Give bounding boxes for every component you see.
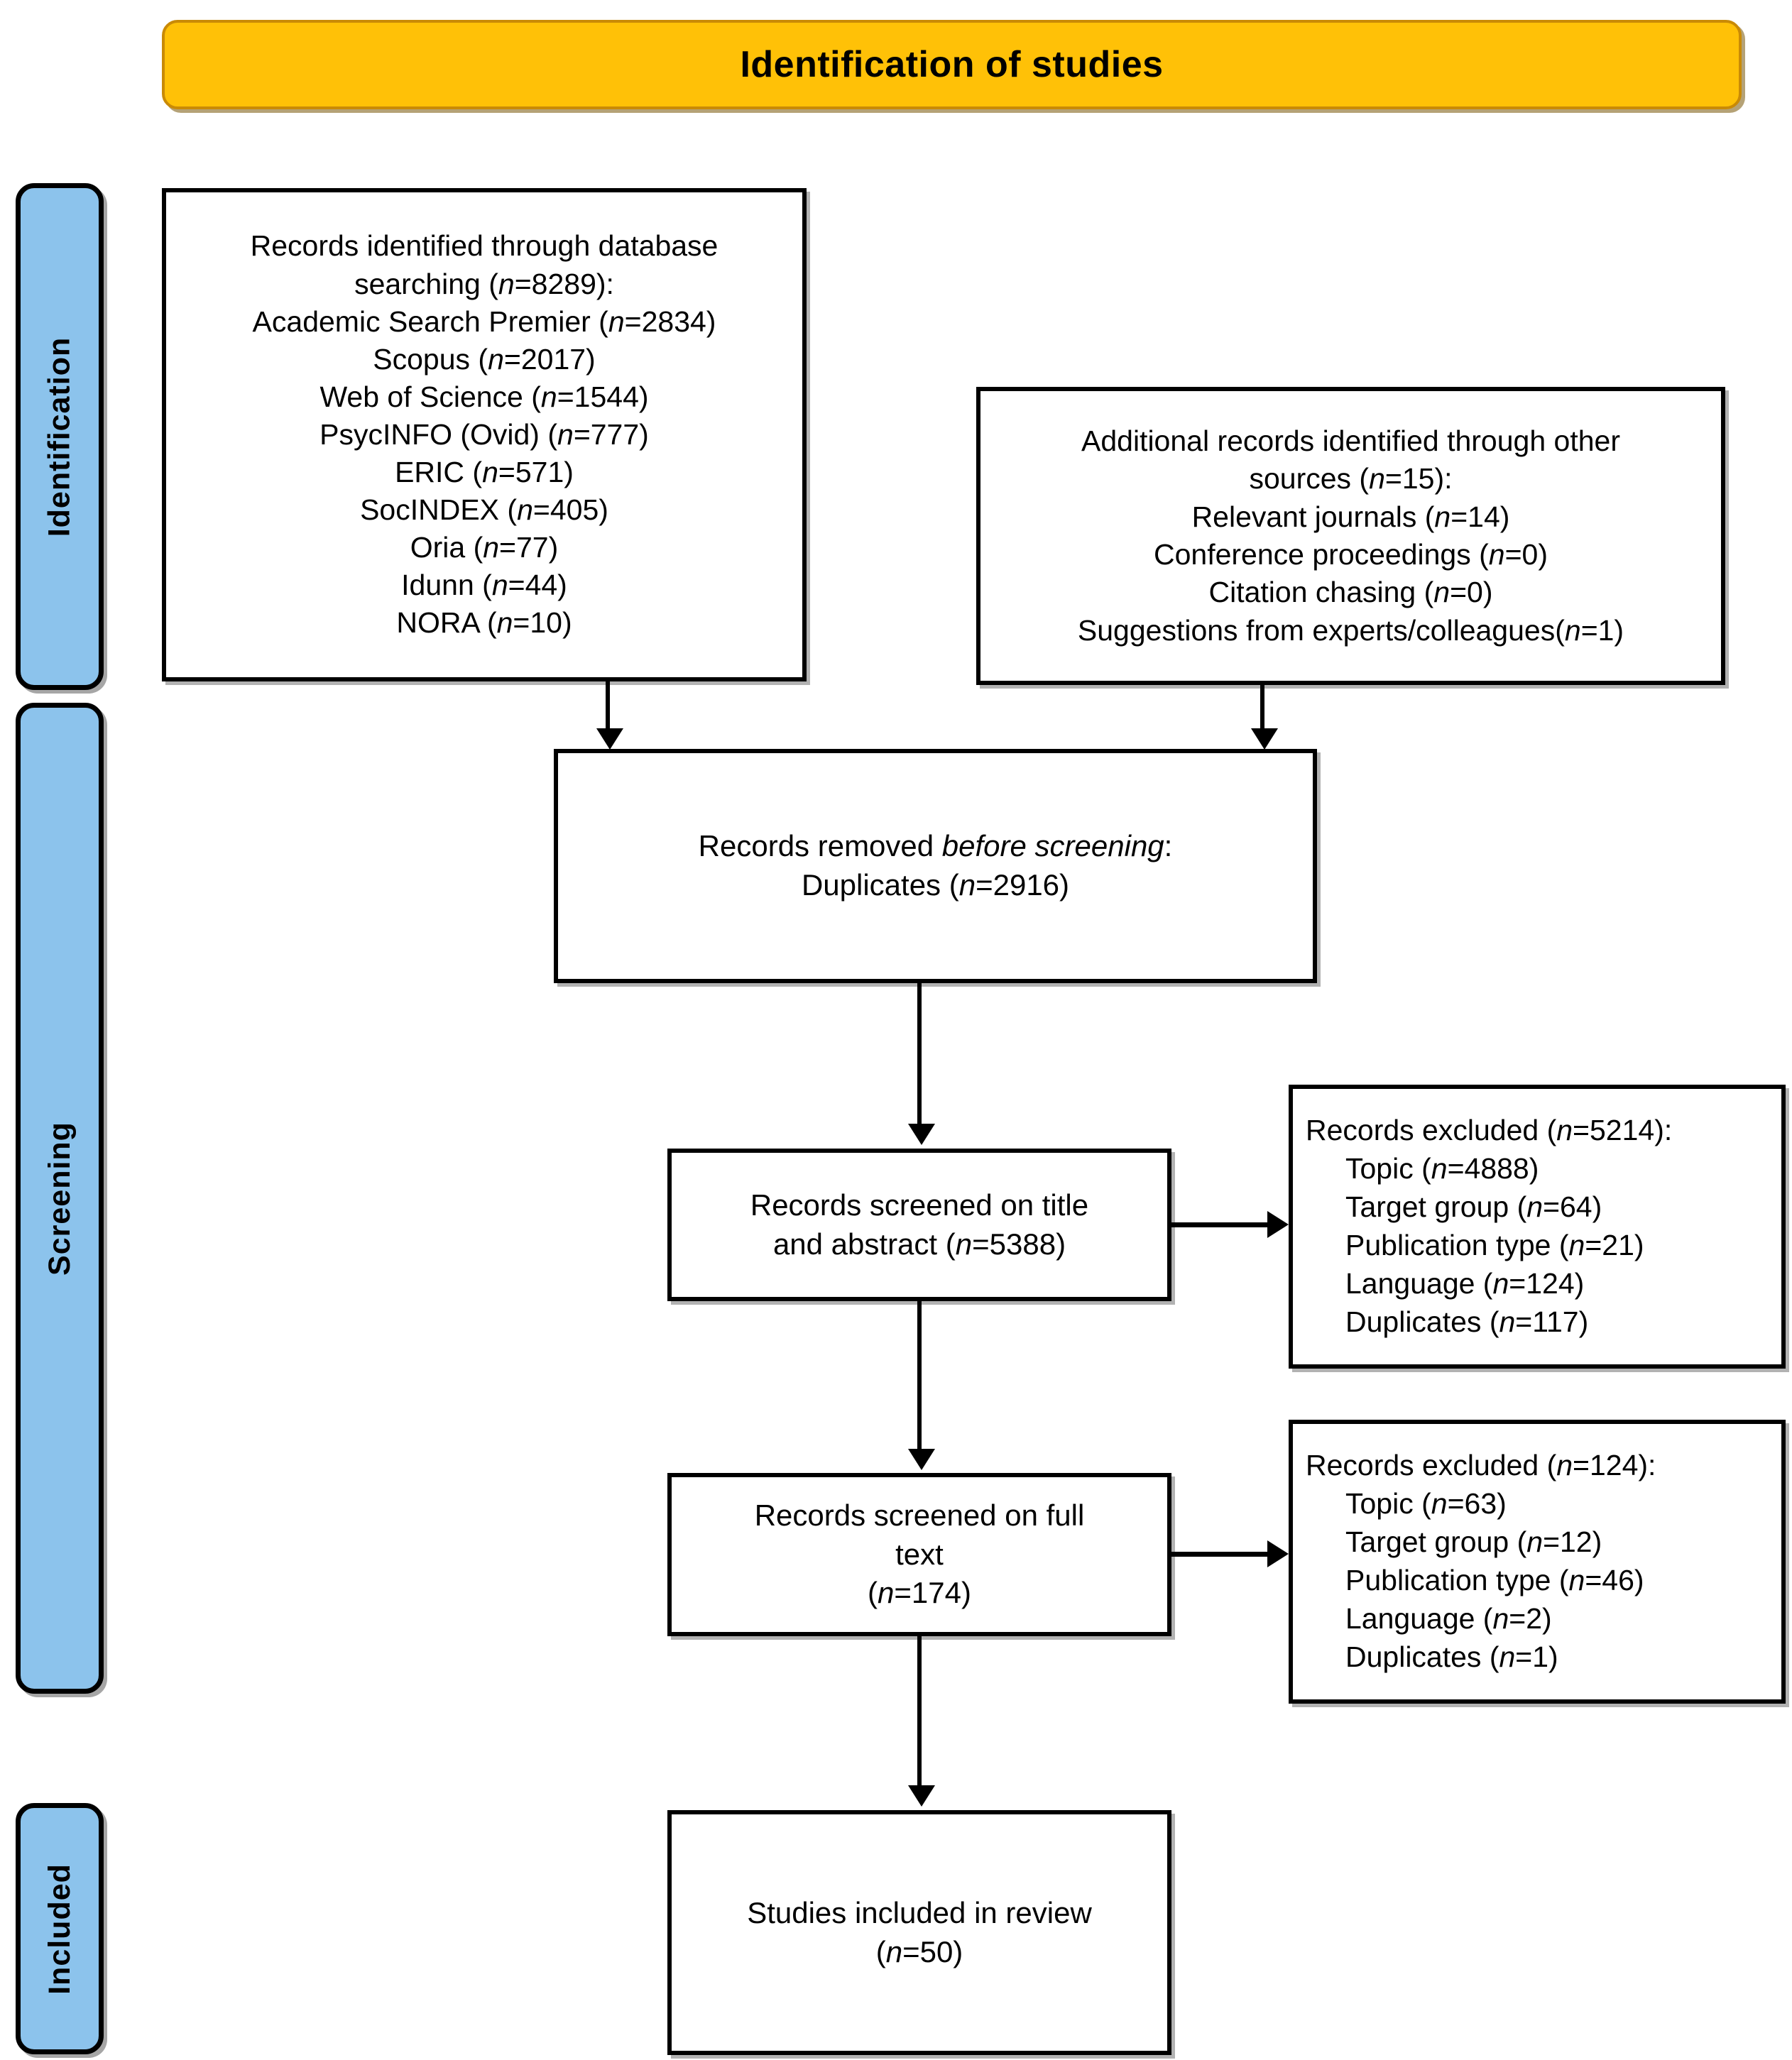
box-database-records: Records identified through database sear…	[162, 188, 807, 681]
banner-title: Identification of studies	[740, 44, 1164, 85]
box-line: Scopus (n=2017)	[373, 342, 596, 376]
stage-rail-screening: Screening	[16, 703, 104, 1694]
connector-removed-to-screened-title	[917, 983, 922, 1125]
arrow-down-icon	[908, 1785, 935, 1807]
arrow-down-icon	[596, 728, 623, 750]
box-records-removed: Records removed before screening: Duplic…	[554, 749, 1317, 983]
box-line: Citation chasing (n=0)	[1208, 576, 1493, 609]
connector-other-to-removed	[1260, 685, 1264, 730]
stage-rail-identification-label: Identification	[42, 336, 77, 537]
stage-rail-identification: Identification	[16, 183, 104, 690]
arrow-right-icon	[1267, 1540, 1289, 1567]
box-line: Records screened on title	[750, 1188, 1089, 1222]
box-studies-included: Studies included in review (n=50)	[667, 1810, 1171, 2055]
box-screened-title-abstract: Records screened on title and abstract (…	[667, 1149, 1171, 1301]
box-line: Records excluded (n=5214):	[1306, 1114, 1673, 1147]
box-line: Language (n=124)	[1345, 1266, 1585, 1300]
box-line: Records removed before screening:	[698, 829, 1173, 863]
box-line: ERIC (n=571)	[395, 456, 574, 489]
identification-banner: Identification of studies	[162, 20, 1742, 109]
stage-rail-included-label: Included	[42, 1863, 77, 1995]
box-line: Academic Search Premier (n=2834)	[252, 305, 716, 338]
connector-screened-title-to-full-text	[917, 1301, 922, 1450]
box-screened-full-text: Records screened on full text (n=174)	[667, 1473, 1171, 1636]
box-line: Topic (n=63)	[1345, 1487, 1507, 1521]
box-line: Target group (n=64)	[1345, 1190, 1602, 1224]
arrow-down-icon	[908, 1449, 935, 1470]
box-line: Records screened on full	[754, 1499, 1085, 1533]
connector-screened-title-to-excluded	[1171, 1222, 1268, 1227]
box-other-sources: Additional records identified through ot…	[976, 387, 1725, 685]
box-line: Target group (n=12)	[1345, 1525, 1602, 1559]
box-line: Suggestions from experts/colleagues(n=1)	[1077, 613, 1624, 647]
connector-db-to-removed	[606, 681, 610, 731]
box-line: Oria (n=77)	[410, 531, 559, 564]
box-line: Duplicates (n=1)	[1345, 1640, 1558, 1673]
box-line: Records excluded (n=124):	[1306, 1449, 1656, 1482]
connector-full-text-to-excluded	[1171, 1552, 1268, 1557]
box-line: Additional records identified through ot…	[1081, 424, 1620, 458]
box-line: Topic (n=4888)	[1345, 1152, 1539, 1185]
box-line: (n=50)	[875, 1934, 963, 1968]
box-line: PsycINFO (Ovid) (n=777)	[319, 417, 649, 451]
box-line: SocINDEX (n=405)	[360, 493, 608, 527]
box-line: Idunn (n=44)	[401, 569, 567, 602]
arrow-down-icon	[1251, 728, 1278, 750]
box-line: Studies included in review	[747, 1895, 1092, 1929]
connector-full-text-to-included	[917, 1636, 922, 1787]
stage-rail-included: Included	[16, 1803, 104, 2054]
box-line: sources (n=15):	[1249, 462, 1453, 495]
box-line: Publication type (n=46)	[1345, 1564, 1644, 1596]
box-line: Conference proceedings (n=0)	[1154, 538, 1548, 571]
stage-rail-screening-label: Screening	[42, 1121, 77, 1276]
box-line: Records identified through database	[250, 229, 719, 263]
arrow-down-icon	[908, 1124, 935, 1145]
box-excluded-full-text: Records excluded (n=124): Topic (n=63) T…	[1289, 1420, 1786, 1704]
box-line: searching (n=8289):	[354, 267, 614, 300]
box-line: NORA (n=10)	[396, 606, 572, 640]
box-line: and abstract (n=5388)	[772, 1227, 1066, 1261]
box-line: text	[895, 1537, 944, 1571]
box-line: Duplicates (n=2916)	[801, 868, 1070, 902]
box-line: (n=174)	[868, 1576, 971, 1610]
box-line: Publication type (n=21)	[1345, 1229, 1644, 1261]
arrow-right-icon	[1267, 1211, 1289, 1238]
box-line: Language (n=2)	[1345, 1601, 1552, 1635]
box-line: Relevant journals (n=14)	[1191, 500, 1510, 533]
box-excluded-title-abstract: Records excluded (n=5214): Topic (n=4888…	[1289, 1085, 1786, 1369]
box-line: Web of Science (n=1544)	[319, 380, 649, 413]
box-line: Duplicates (n=117)	[1345, 1305, 1589, 1338]
